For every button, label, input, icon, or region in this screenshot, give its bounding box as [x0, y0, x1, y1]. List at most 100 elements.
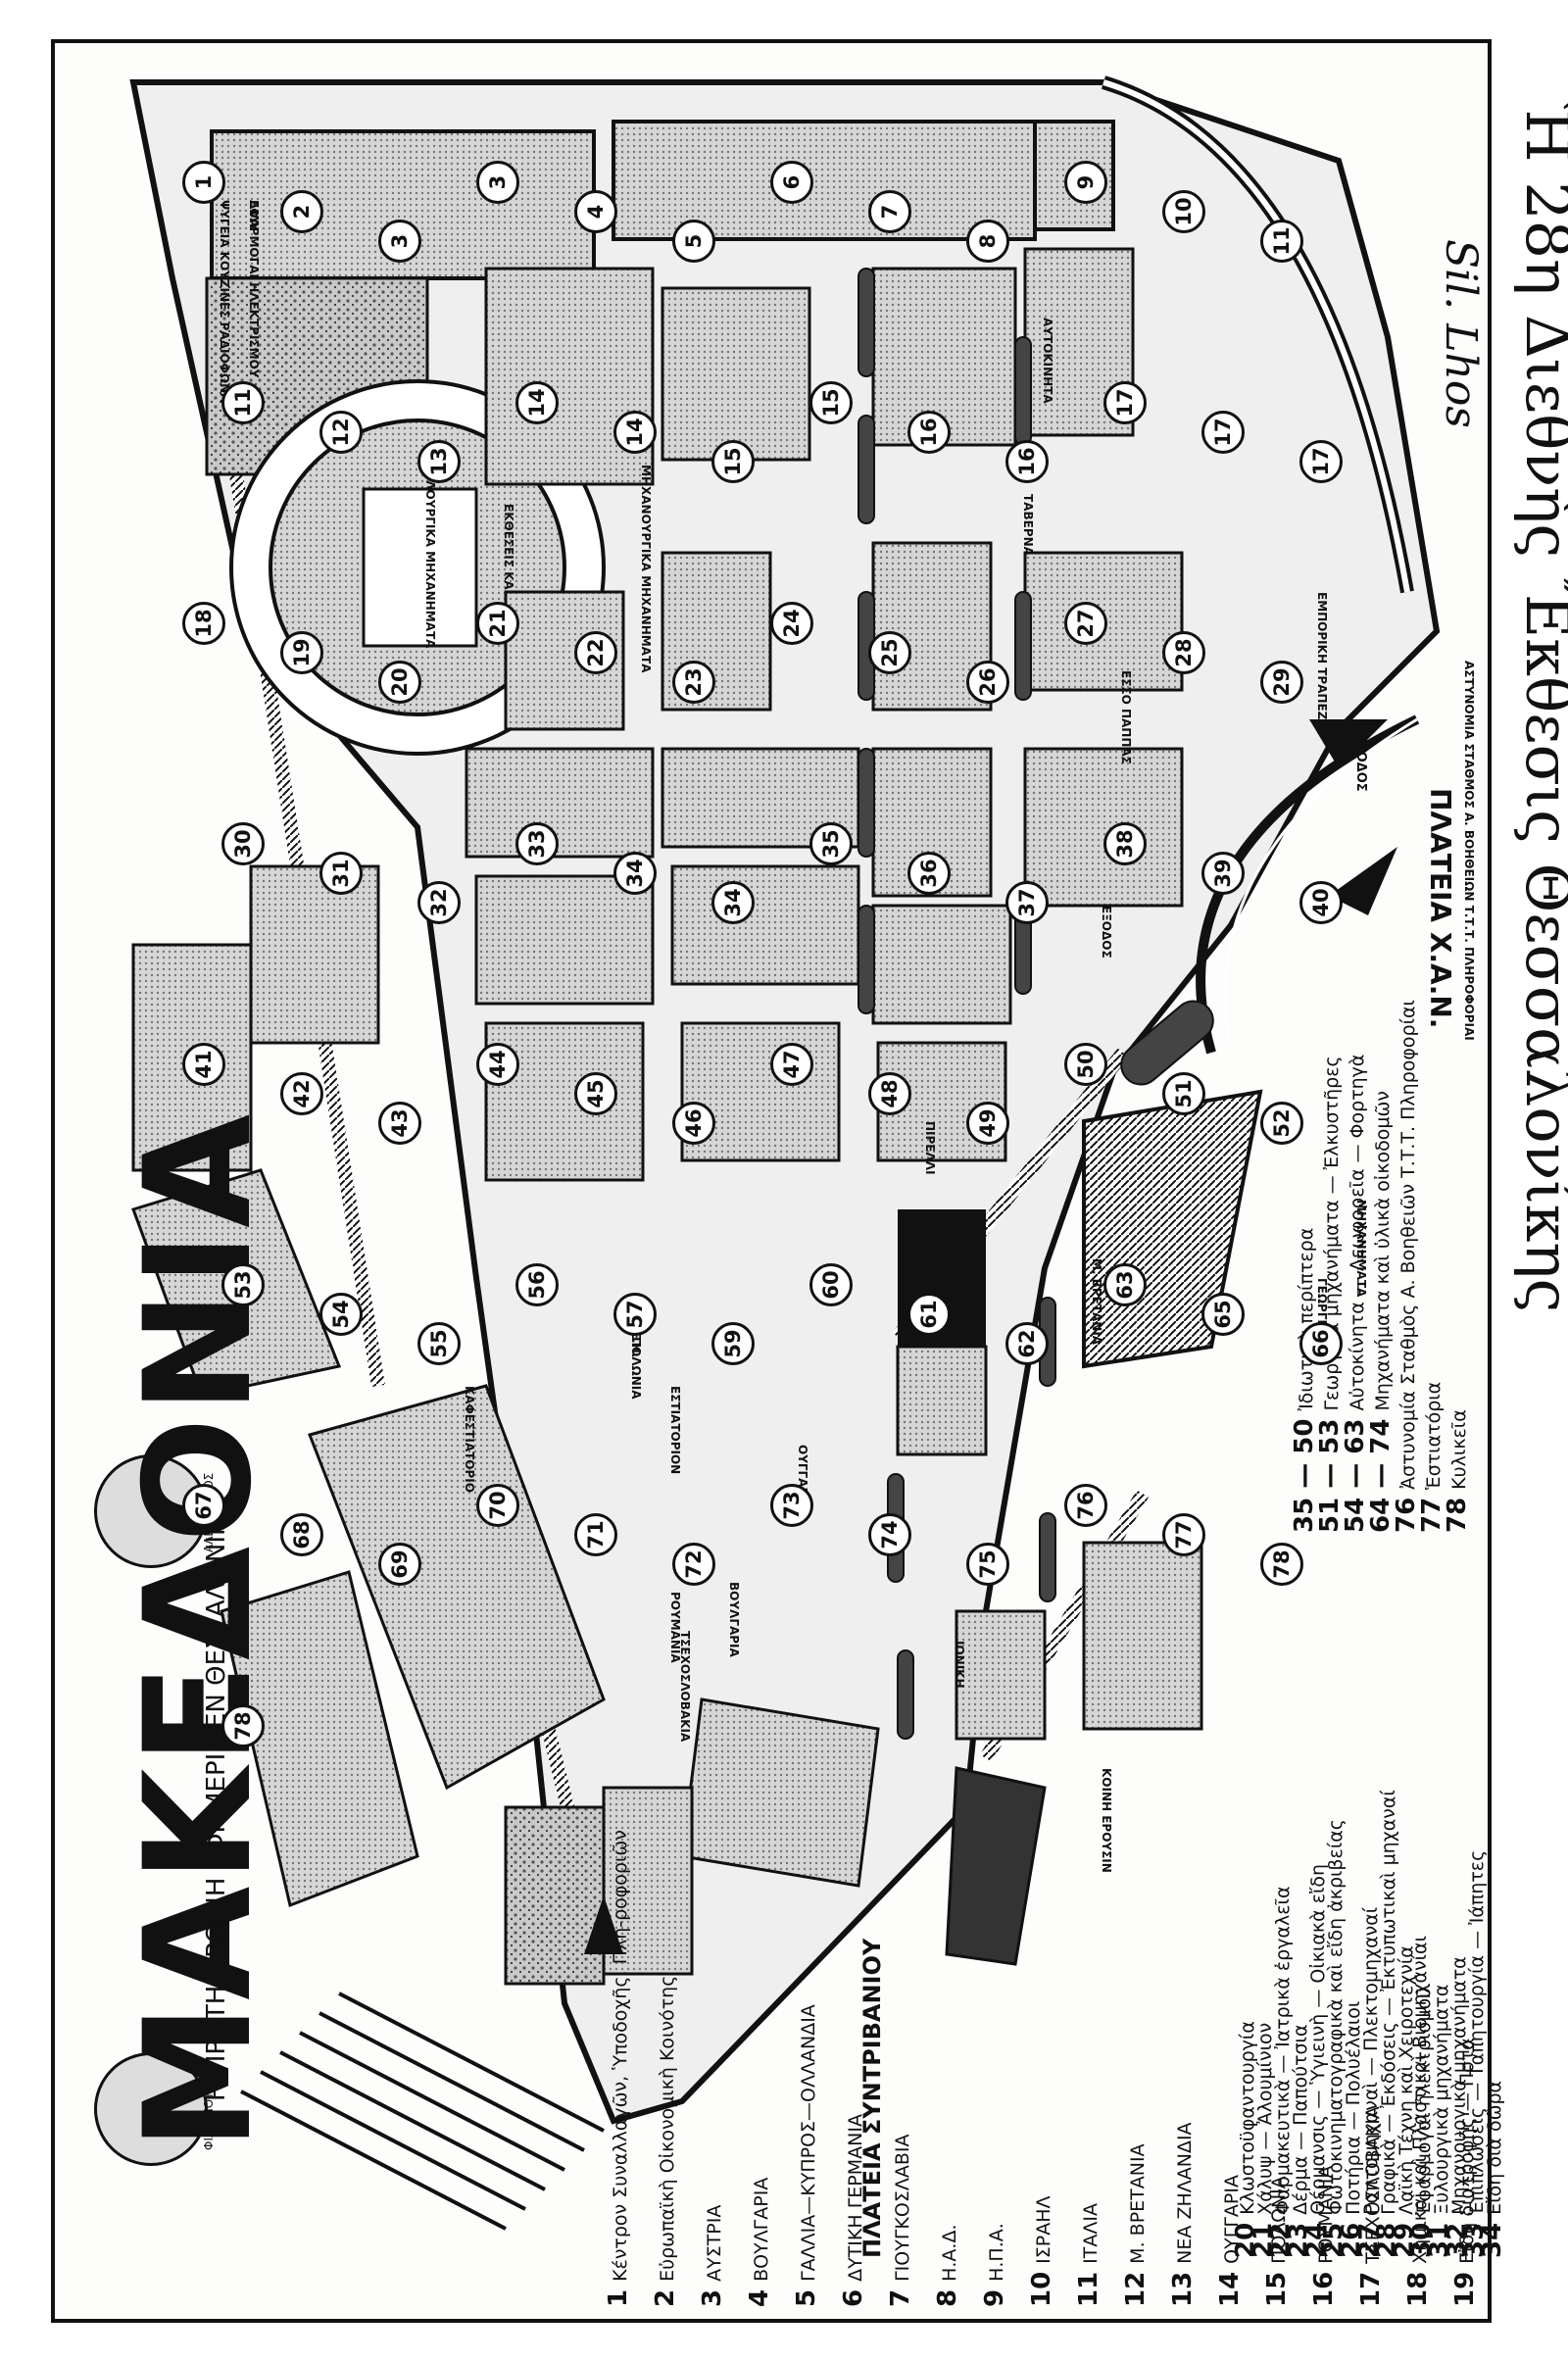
map-marker: 15 — [809, 381, 853, 424]
map-label: ΜΗΧΑΝΗΜΑΤΑ — [1354, 1200, 1368, 1298]
legend-item: 6ΔΥΤΙΚΗ ΓΕΡΜΑΝΙΑ — [839, 2114, 868, 2307]
map-marker: 17 — [1103, 381, 1147, 424]
legend-text: Η.Π.Α. — [986, 2223, 1007, 2282]
legend-item: 9Η.Π.Α. — [980, 2223, 1009, 2307]
map-marker: 66 — [1299, 1322, 1343, 1365]
map-marker: 49 — [966, 1102, 1009, 1145]
newspaper-subtitle: Η ΠΡΩΤΗ ΠΡΩΙΝΗ ΕΦΗΜΕΡΙΣ ΕΝ ΘΕΣΣΑΛΟΝΙΚΗ — [202, 1500, 231, 2101]
map-marker: 53 — [221, 1263, 265, 1306]
map-label: ΨΥΓΕΙΑ ΚΟΥΖΙΝΕΣ ΡΑΔΙΟΦΩΝΑ — [218, 200, 231, 403]
legend-text: Εὐρωπαϊκὴ Οἰκονομικὴ Κοινότης — [657, 1975, 678, 2282]
map-label: ΕΜΠΟΡΙΚΗ ΤΡΑΠΕΖΑ — [1315, 592, 1329, 729]
map-marker: 69 — [378, 1543, 421, 1586]
legend-text: Μ. ΒΡΕΤΑΝΙΑ — [1127, 2143, 1149, 2264]
map-marker: 9 — [1064, 161, 1107, 204]
legend-item: 8 Η.Α.Δ. — [933, 2225, 962, 2308]
map-label: ΕΞΟΔΟΣ — [1100, 906, 1113, 959]
legend-item: 10ΙΣΡΑΗΛ — [1027, 2195, 1056, 2307]
map-marker: 14 — [515, 381, 559, 424]
map-marker: 47 — [770, 1043, 813, 1086]
map-marker: 34 — [613, 852, 657, 895]
map-marker: 65 — [1201, 1293, 1245, 1336]
map-marker: 32 — [417, 881, 461, 924]
map-marker: 70 — [476, 1484, 519, 1527]
legend-text: Κυλικεῖα — [1448, 1409, 1470, 1490]
legend-number: 12 — [1121, 2271, 1151, 2307]
legend-number: 8 — [933, 2288, 962, 2307]
map-marker: 23 — [672, 661, 715, 704]
map-marker: 12 — [319, 411, 363, 454]
map-marker: 39 — [1201, 852, 1245, 895]
entrance-label: ΕΙΣΟΔΟΣ — [1353, 729, 1368, 792]
plateia-xan-label: ΠΛΑΤΕΙΑ Χ.Α.Ν. — [1424, 788, 1456, 1029]
map-marker: 77 — [1162, 1513, 1205, 1556]
map-marker: 68 — [280, 1513, 323, 1556]
fair-map — [129, 75, 1441, 2231]
map-marker: 67 — [182, 1484, 225, 1527]
map-label: ΤΑΒΕΡΝΑ — [1021, 494, 1035, 556]
map-marker: 22 — [574, 631, 617, 674]
map-marker: 29 — [1260, 661, 1303, 704]
map-marker: 28 — [1162, 631, 1205, 674]
map-marker: 5 — [672, 220, 715, 263]
legend-number: 2 — [651, 2288, 680, 2307]
map-label: ΤΣΕΧΟΣΛΟΒΑΚΙΑ — [678, 1631, 692, 1743]
map-marker: 17 — [1201, 411, 1245, 454]
map-marker: 62 — [1005, 1322, 1049, 1365]
signature: Sil. Lhos — [1436, 239, 1486, 428]
coin-left-text: ΦΙΛΙΠΠΟΥ — [202, 2091, 216, 2150]
map-sheet: Ἡ 28η Διεθνὴς Ἔκθεσις Θεσσαλονίκης Sil. … — [51, 39, 1568, 2323]
legend-number: 17 — [1356, 2271, 1386, 2307]
map-marker: 7 — [868, 190, 911, 233]
map-marker: 56 — [515, 1263, 559, 1306]
legend-text: Ἰδιωτικὰ περίπτερα — [1296, 1227, 1317, 1411]
legend-item: 2 Εὐρωπαϊκὴ Οἰκονομικὴ Κοινότης — [651, 1976, 680, 2307]
legend-text: Εἴδη διὰ δῶρα — [1484, 2080, 1505, 2215]
map-label: ΕΣΣΟ ΠΑΠΠΑΣ — [1119, 670, 1133, 764]
map-marker: 16 — [907, 411, 951, 454]
legend-text: ΒΟΥΛΓΑΡΙΑ — [751, 2177, 772, 2282]
map-marker: 33 — [515, 822, 559, 865]
map-marker: 25 — [868, 631, 911, 674]
map-marker: 45 — [574, 1072, 617, 1115]
map-label: ΕΚΘΕΣΕΙΣ ΚΑΙ — [502, 504, 515, 595]
legend-text: Ἑστιατόρια — [1423, 1381, 1445, 1490]
map-marker: 18 — [182, 602, 225, 645]
map-label: ΒΟΥΛΓΑΡΙΑ — [727, 1582, 741, 1657]
map-marker: 44 — [476, 1043, 519, 1086]
map-marker: 35 — [809, 822, 853, 865]
map-marker: 78 — [1260, 1543, 1303, 1586]
legend-item: 5ΓΑΛΛΙΑ—ΚΥΠΡΟΣ—ΟΛΛΑΝΔΙΑ — [792, 2004, 821, 2307]
map-marker: 75 — [966, 1543, 1009, 1586]
legend-item: 7ΓΙΟΥΓΚΟΣΛΑΒΙΑ — [886, 2135, 915, 2307]
map-marker: 37 — [1005, 881, 1049, 924]
map-marker: 60 — [809, 1263, 853, 1306]
map-marker: 36 — [907, 852, 951, 895]
legend-number: 18 — [1403, 2271, 1433, 2307]
map-marker: 26 — [966, 661, 1009, 704]
map-marker: 73 — [770, 1484, 813, 1527]
newspaper-name: ΜΑΚΕΔΟΝΙΑ — [114, 1109, 284, 2150]
map-marker: 43 — [378, 1102, 421, 1145]
map-title: Ἡ 28η Διεθνὴς Ἔκθεσις Θεσσαλονίκης — [1512, 102, 1568, 1313]
legend-text: Ἀστυνομία Σταθμὸς Α. Βοηθειῶν Τ.Τ.Τ. Πλη… — [1397, 1000, 1419, 1490]
map-label: ΠΙΡΕΛΛΙ — [923, 1121, 937, 1175]
map-marker: 17 — [1299, 440, 1343, 483]
map-marker: 72 — [672, 1543, 715, 1586]
legend-text: Η.Α.Δ. — [939, 2224, 960, 2282]
map-marker: 16 — [1005, 440, 1049, 483]
legend-item: 1Κέντρον Συναλλαγῶν, Ὑποδοχῆς, Πλη-ροφορ… — [604, 1830, 633, 2307]
map-marker: 78 — [221, 1704, 265, 1747]
map-label: ΚΑΦΕΣΤΙΑΤΟΡΙΟ — [463, 1386, 476, 1493]
legend-text: ΓΙΟΥΓΚΟΣΛΑΒΙΑ — [892, 2134, 913, 2282]
legend-item: 3ΑΥΣΤΡΙΑ — [698, 2205, 727, 2307]
legend-number: 5 — [792, 2288, 821, 2307]
map-marker: 41 — [182, 1043, 225, 1086]
legend-text: ΔΥΤΙΚΗ ΓΕΡΜΑΝΙΑ — [845, 2114, 866, 2282]
map-marker: 3 — [476, 161, 519, 204]
legend-item: 4 ΒΟΥΛΓΑΡΙΑ — [745, 2178, 774, 2307]
legend-number: 13 — [1168, 2271, 1198, 2307]
legend-number: 4 — [745, 2288, 774, 2307]
legend-item: 78Κυλικεῖα — [1443, 1409, 1472, 1533]
map-marker: 4 — [574, 190, 617, 233]
